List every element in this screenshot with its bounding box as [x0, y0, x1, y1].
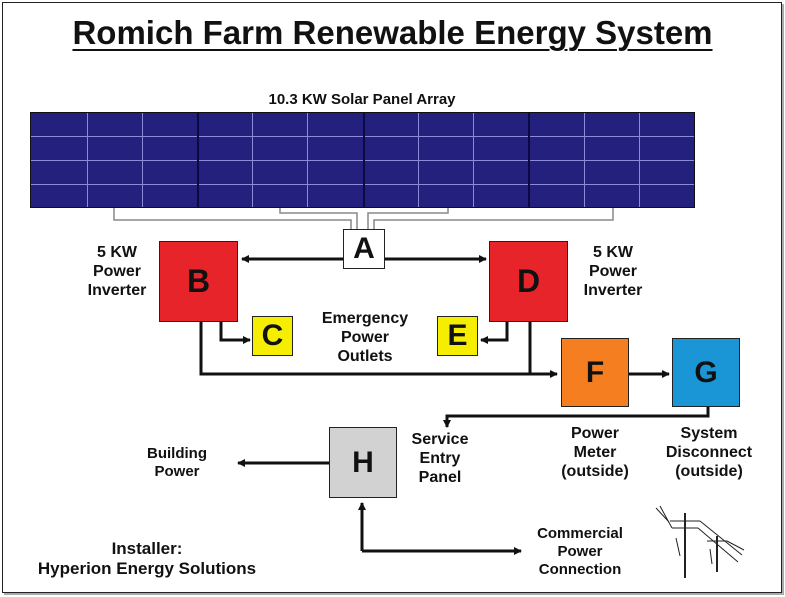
inverter-d-label-line3: Inverter: [583, 282, 643, 300]
inverter-b-label: 5 KW Power Inverter: [72, 243, 162, 301]
commercial-line2: Power: [557, 543, 603, 560]
emergency-label-line1: Emergency: [321, 310, 409, 327]
inverter-d-label-line1: 5 KW: [593, 244, 633, 261]
system-disconnect-g: G: [672, 338, 740, 407]
outlet-c: C: [252, 316, 293, 356]
building-power-line2: Power: [154, 463, 200, 480]
inverter-b-letter: B: [186, 263, 211, 299]
power-meter-f: F: [561, 338, 629, 407]
service-entry-panel-h: H: [329, 427, 397, 498]
service-entry-label-line3: Panel: [418, 469, 462, 487]
system-disconnect-label-line2: Disconnect: [665, 444, 753, 462]
system-disconnect-label: System Disconnect (outside): [650, 424, 768, 482]
junction-box-a: A: [343, 229, 385, 269]
inverter-d-label-line2: Power: [588, 263, 637, 281]
inverter-d-letter: D: [516, 263, 541, 299]
system-disconnect-label-line1: System: [680, 425, 738, 442]
power-meter-label-line1: Power: [570, 425, 619, 442]
solar-array-label: 10.3 KW Solar Panel Array: [268, 91, 456, 108]
building-power-label: Building Power: [127, 445, 227, 481]
emergency-label-line2: Power: [340, 329, 389, 347]
system-disconnect-label-line3: (outside): [675, 463, 743, 481]
inverter-b: B: [159, 241, 238, 322]
diagram-title: Romich Farm Renewable Energy System: [72, 14, 713, 51]
system-disconnect-g-letter: G: [694, 355, 718, 389]
outlet-c-letter: C: [261, 319, 284, 352]
service-entry-label-line1: Service: [411, 431, 469, 448]
service-entry-label-line2: Entry: [419, 450, 461, 468]
outlet-e-letter: E: [447, 319, 468, 352]
wire-g-to-h: [443, 407, 710, 428]
commercial-line3: Connection: [538, 561, 622, 578]
power-meter-label-line3: (outside): [561, 463, 629, 481]
power-meter-f-letter: F: [585, 355, 605, 389]
inverter-b-label-line2: Power: [92, 263, 141, 281]
inverter-d-label: 5 KW Power Inverter: [568, 243, 658, 301]
power-meter-label-line2: Meter: [573, 444, 617, 462]
building-power-line1: Building: [147, 445, 207, 462]
solar-panel-array: [30, 112, 695, 208]
panel-collection-wires: [113, 208, 614, 230]
inverter-d: D: [489, 241, 568, 322]
wire-b-to-bus: [199, 322, 530, 376]
service-entry-panel-h-letter: H: [352, 445, 374, 479]
utility-pole-icon: [655, 505, 745, 578]
power-meter-label: Power Meter (outside): [545, 424, 645, 482]
outlet-e: E: [437, 316, 478, 356]
wire-d-to-e: [480, 322, 509, 344]
installer-name: Hyperion Energy Solutions: [37, 559, 257, 579]
emergency-outlets-label: Emergency Power Outlets: [305, 309, 425, 367]
inverter-b-label-line1: 5 KW: [97, 244, 137, 261]
junction-box-a-letter: A: [353, 232, 375, 265]
installer-heading: Installer:: [111, 539, 183, 558]
commercial-line1: Commercial: [537, 525, 623, 542]
service-entry-label: Service Entry Panel: [400, 430, 480, 488]
emergency-label-line3: Outlets: [337, 348, 393, 366]
inverter-b-label-line3: Inverter: [87, 282, 147, 300]
installer-credit: Installer: Hyperion Energy Solutions: [22, 539, 272, 580]
commercial-power-label: Commercial Power Connection: [520, 525, 640, 579]
wire-b-to-c: [219, 322, 251, 344]
